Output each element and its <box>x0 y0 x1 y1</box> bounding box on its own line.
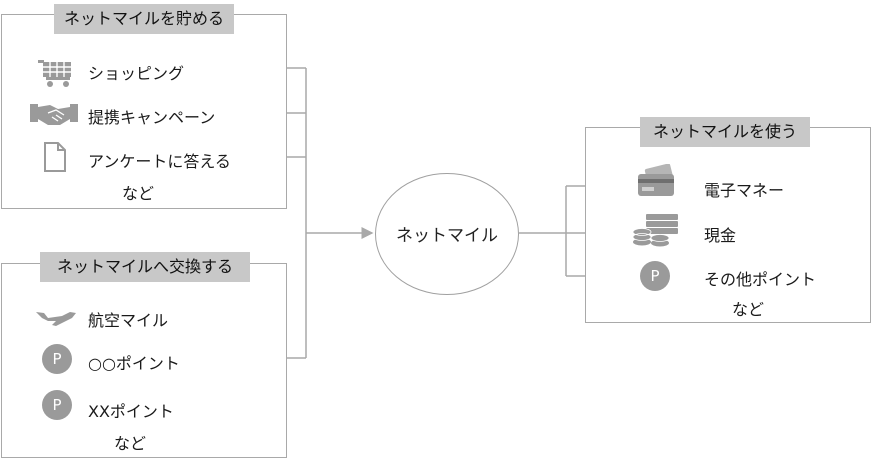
center-label: ネットマイル <box>396 226 498 246</box>
p-point-icon: P <box>42 390 72 420</box>
netmile-center-node <box>375 173 519 295</box>
use-title: ネットマイルを使う <box>640 117 810 147</box>
use-item-other-points: その他ポイント <box>704 270 817 289</box>
earn-title: ネットマイルを貯める <box>54 4 234 34</box>
earn-item-survey: アンケートに答える <box>88 152 231 171</box>
exchange-title: ネットマイルへ交換する <box>40 252 250 282</box>
earn-item-campaign: 提携キャンペーン <box>88 108 216 127</box>
use-item-emoney: 電子マネー <box>704 181 785 200</box>
card-icon <box>638 164 674 196</box>
p-point-icon: P <box>640 261 670 291</box>
use-more: など <box>732 300 765 319</box>
shopping-cart-icon <box>38 60 71 87</box>
use-item-cash: 現金 <box>704 226 737 245</box>
use-box <box>585 127 871 323</box>
earn-item-shopping: ショッピング <box>88 64 185 83</box>
exchange-item-airline: 航空マイル <box>88 311 169 330</box>
earn-more: など <box>122 184 155 203</box>
exchange-item-oo-points: ○○ポイント <box>88 354 180 373</box>
handshake-icon <box>30 104 78 125</box>
cash-coins-icon <box>632 214 678 247</box>
document-icon <box>44 142 66 172</box>
exchange-item-xx-points: XXポイント <box>88 402 174 421</box>
exchange-more: など <box>114 434 147 453</box>
p-point-icon: P <box>42 344 72 374</box>
airplane-icon <box>36 312 76 326</box>
